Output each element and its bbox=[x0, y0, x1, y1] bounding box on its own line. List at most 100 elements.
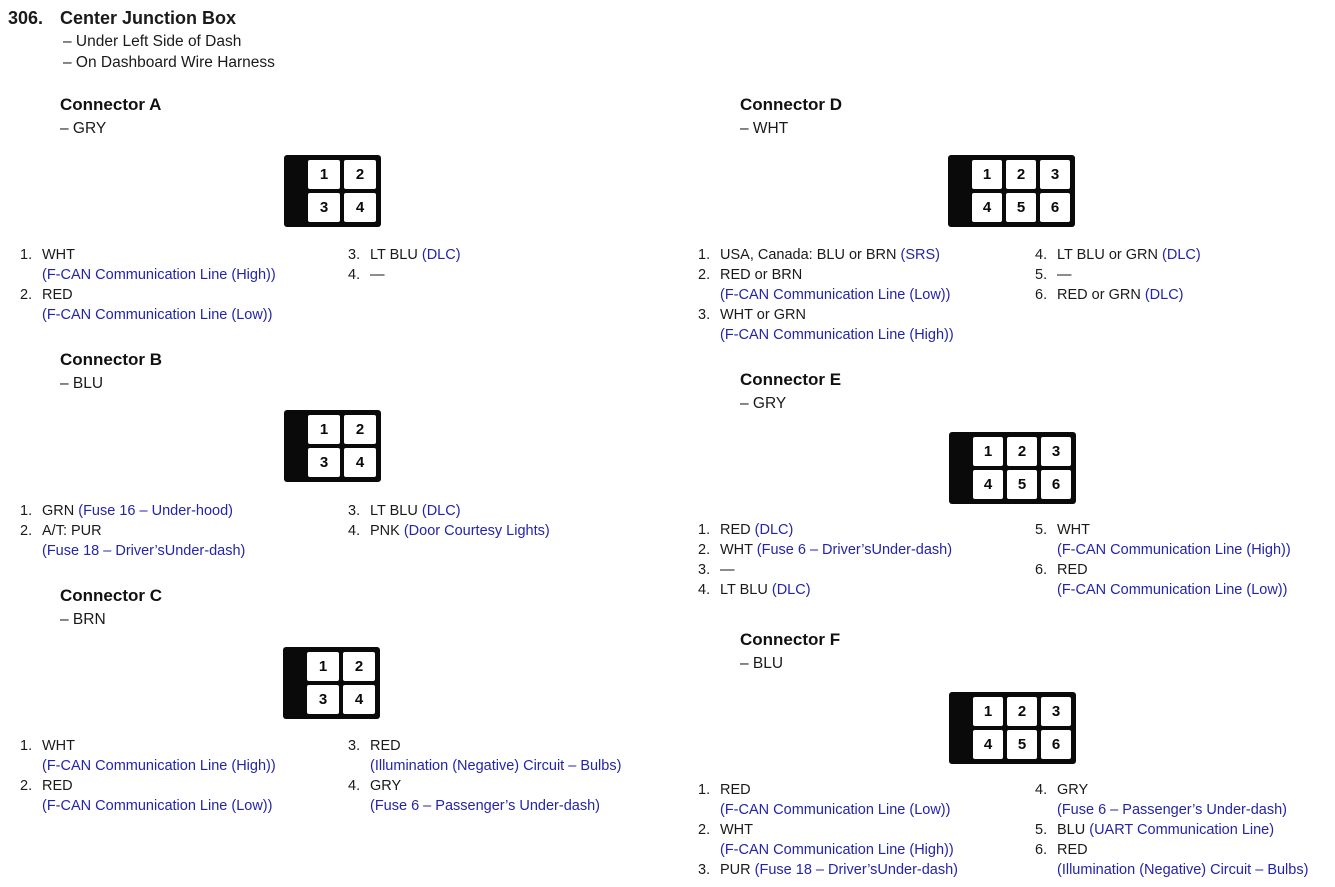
pin-description: — bbox=[720, 562, 735, 578]
pin-description: PNK (Door Courtesy Lights) bbox=[370, 523, 550, 539]
connector-color-note: – BRN bbox=[60, 611, 106, 628]
pin-cell-6: 6 bbox=[1040, 193, 1070, 222]
pin-cell-2: 2 bbox=[1006, 160, 1036, 189]
pin-list-left: 1.GRN (Fuse 16 – Under-hood) 2. A/T: PUR(F… bbox=[20, 501, 245, 561]
pin-item: 5.— bbox=[1035, 265, 1201, 285]
connector-color-note: – WHT bbox=[740, 120, 789, 137]
pin-number: 2. bbox=[698, 267, 711, 283]
pin-number: 2. bbox=[20, 523, 33, 539]
pin-number: 2. bbox=[698, 822, 711, 838]
pin-description: LT BLU or GRN (DLC) bbox=[1057, 247, 1201, 263]
pin-description: — bbox=[1057, 267, 1072, 283]
pin-number: 1. bbox=[20, 247, 33, 263]
pin-number: 3. bbox=[348, 738, 361, 754]
pin-cell-4: 4 bbox=[973, 730, 1003, 759]
pin-item: 4. LT BLU (DLC) bbox=[698, 580, 952, 600]
pin-description: RED(F-CAN Communication Line (Low)) bbox=[42, 778, 273, 814]
pin-number: 4. bbox=[348, 523, 361, 539]
connector-color-note: – BLU bbox=[60, 375, 104, 392]
pin-list-left: 1.WHT(F-CAN Communication Line (High)) 2.… bbox=[20, 245, 276, 325]
pin-description: RED(F-CAN Communication Line (Low)) bbox=[720, 782, 951, 818]
pin-cell-3: 3 bbox=[1040, 160, 1070, 189]
pin-list-right: 3.LT BLU (DLC)4.— bbox=[348, 245, 461, 285]
pin-description: GRY(Fuse 6 – Passenger’s Under-dash) bbox=[1057, 782, 1287, 818]
pin-description: RED(Illumination (Negative) Circuit – Bu… bbox=[370, 738, 622, 774]
connector-heading: Connector C bbox=[60, 586, 162, 605]
pin-cell-4: 4 bbox=[343, 685, 375, 714]
pin-description: WHT(F-CAN Communication Line (High)) bbox=[1057, 522, 1291, 558]
pin-number: 1. bbox=[20, 503, 33, 519]
pin-cell-1: 1 bbox=[307, 652, 339, 681]
pin-cell-5: 5 bbox=[1007, 470, 1037, 499]
connector-color-note: – BLU bbox=[740, 655, 784, 672]
pin-number: 5. bbox=[1035, 522, 1048, 538]
pin-cell-1: 1 bbox=[308, 415, 340, 444]
pin-cell-3: 3 bbox=[1041, 697, 1071, 726]
pin-number: 3. bbox=[698, 862, 711, 878]
pin-number: 3. bbox=[348, 247, 361, 263]
pin-description: GRY(Fuse 6 – Passenger’s Under-dash) bbox=[370, 778, 600, 814]
pin-item: 4. PNK (Door Courtesy Lights) bbox=[348, 521, 550, 541]
pin-item: 2.WHT (Fuse 6 – Driver’sUnder-dash) bbox=[698, 540, 952, 560]
pin-item: 1.GRN (Fuse 16 – Under-hood) bbox=[20, 501, 245, 521]
pin-number: 3. bbox=[698, 307, 711, 323]
connector-heading: Connector A bbox=[60, 95, 162, 114]
page-subtitle: – Under Left Side of Dash bbox=[63, 33, 242, 50]
pin-number: 1. bbox=[698, 522, 711, 538]
pin-number: 3. bbox=[348, 503, 361, 519]
pin-item: 3. LT BLU (DLC) bbox=[348, 245, 461, 265]
pin-number: 2. bbox=[20, 778, 33, 794]
connector-heading: Connector D bbox=[740, 95, 842, 114]
pin-cell-1: 1 bbox=[973, 437, 1003, 466]
pin-item: 5.BLU (UART Communication Line) bbox=[1035, 820, 1308, 840]
pin-description: LT BLU (DLC) bbox=[720, 582, 811, 598]
pin-list-right: 3. RED(Illumination (Negative) Circuit – … bbox=[348, 736, 621, 816]
pin-number: 4. bbox=[698, 582, 711, 598]
pin-item: 3. RED(Illumination (Negative) Circuit – … bbox=[348, 736, 621, 776]
pin-cell-4: 4 bbox=[344, 193, 376, 222]
pin-item: 2. WHT(F-CAN Communication Line (High)) bbox=[698, 820, 958, 860]
pin-item: 1.USA, Canada: BLU or BRN (SRS) bbox=[698, 245, 954, 265]
page-subtitle: – On Dashboard Wire Harness bbox=[63, 54, 275, 71]
pin-number: 6. bbox=[1035, 842, 1048, 858]
pin-list-left: 1. RED(F-CAN Communication Line (Low)) 2. W… bbox=[698, 780, 958, 880]
pin-description: USA, Canada: BLU or BRN (SRS) bbox=[720, 247, 941, 263]
pin-item: 1.WHT(F-CAN Communication Line (High)) bbox=[20, 736, 276, 776]
pin-item: 1.WHT(F-CAN Communication Line (High)) bbox=[20, 245, 276, 285]
pin-item: 6.RED or GRN (DLC) bbox=[1035, 285, 1201, 305]
pin-number: 4. bbox=[348, 267, 361, 283]
pin-list-left: 1.USA, Canada: BLU or BRN (SRS)2.RED or … bbox=[698, 245, 954, 345]
pin-cell-5: 5 bbox=[1006, 193, 1036, 222]
pin-number: 4. bbox=[1035, 782, 1048, 798]
pin-cell-2: 2 bbox=[1007, 437, 1037, 466]
pin-item: 5. WHT(F-CAN Communication Line (High)) bbox=[1035, 520, 1291, 560]
pin-item: 3.PUR (Fuse 18 – Driver’sUnder-dash) bbox=[698, 860, 958, 880]
pin-item: 3. — bbox=[698, 560, 952, 580]
pin-description: WHT(F-CAN Communication Line (High)) bbox=[720, 822, 954, 858]
pin-number: 4. bbox=[1035, 247, 1048, 263]
pin-cell-4: 4 bbox=[973, 470, 1003, 499]
pin-item: 3.WHT or GRN(F-CAN Communication Line (H… bbox=[698, 305, 954, 345]
pin-item: 2.RED or BRN(F-CAN Communication Line (L… bbox=[698, 265, 954, 305]
pin-list-right: 4. LT BLU or GRN (DLC) 5.—6.RED or GRN (DL… bbox=[1035, 245, 1201, 305]
pin-item: 2. RED(F-CAN Communication Line (Low)) bbox=[20, 776, 276, 816]
pin-number: 6. bbox=[1035, 562, 1048, 578]
pin-number: 1. bbox=[698, 782, 711, 798]
pin-description: LT BLU (DLC) bbox=[370, 247, 461, 263]
pin-description: A/T: PUR(Fuse 18 – Driver’sUnder-dash) bbox=[42, 523, 246, 559]
pin-description: RED(F-CAN Communication Line (Low)) bbox=[42, 287, 273, 323]
pin-list-right: 4. GRY(Fuse 6 – Passenger’s Under-dash)5.… bbox=[1035, 780, 1308, 880]
pin-number: 3. bbox=[698, 562, 711, 578]
pin-cell-3: 3 bbox=[307, 685, 339, 714]
pin-cell-1: 1 bbox=[308, 160, 340, 189]
pin-description: RED (DLC) bbox=[720, 522, 794, 538]
pin-number: 2. bbox=[20, 287, 33, 303]
